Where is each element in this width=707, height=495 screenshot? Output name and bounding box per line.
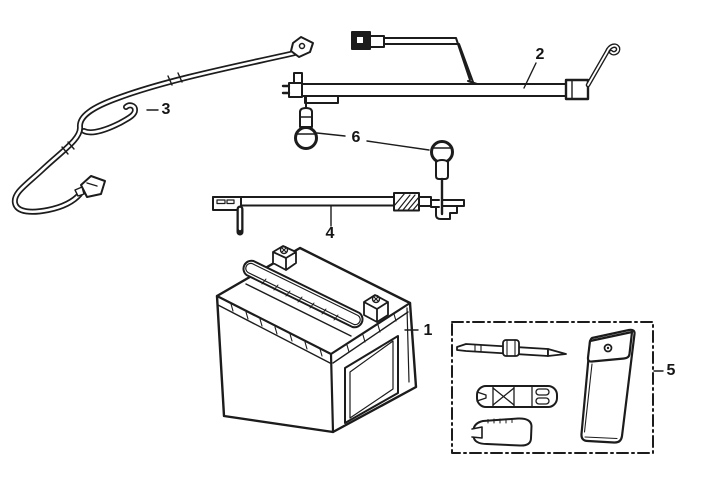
callout-leader-lines xyxy=(146,62,664,372)
callout-label-battery: 1 xyxy=(423,322,433,339)
tool-kit-drawing xyxy=(451,321,654,454)
callout-label-wire-harness: 2 xyxy=(535,46,545,63)
callout-label-pivot-rod: 4 xyxy=(325,225,335,242)
pivot-rod-drawing xyxy=(212,192,465,236)
callout-label-tool-kit: 5 xyxy=(666,362,676,379)
leader-line-2 xyxy=(523,62,537,89)
battery-cable-drawing xyxy=(11,36,314,215)
battery-drawing xyxy=(215,245,418,434)
spark-plug-wrench-drawing xyxy=(476,385,558,408)
callout-label-bulbs: 6 xyxy=(351,129,361,146)
callout-label-battery-cable: 3 xyxy=(161,101,171,118)
screwdriver-drawing xyxy=(456,339,567,357)
wire-harness-drawing xyxy=(281,31,621,216)
tool-pouch-drawing xyxy=(580,328,636,444)
wrench-drawing xyxy=(471,417,533,447)
leader-line-6 xyxy=(316,132,430,151)
tool-kit-boundary xyxy=(451,321,654,454)
